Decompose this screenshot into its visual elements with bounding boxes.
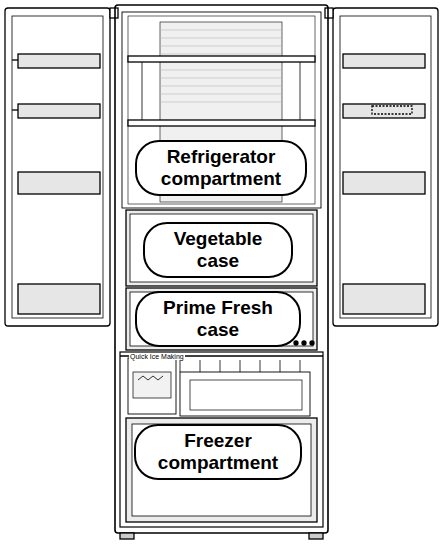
pill-text: Refrigerator compartment <box>147 146 295 190</box>
label-pill: Refrigerator compartment <box>135 140 307 196</box>
right-door <box>333 8 438 326</box>
pill-text: Prime Fresh case <box>147 297 289 341</box>
part-label: Quick Ice Making <box>129 353 185 360</box>
pill-text: Vegetable case <box>155 228 281 272</box>
pill-text: Freezer compartment <box>146 430 290 474</box>
label-pill: Freezer compartment <box>134 424 302 480</box>
left-door <box>5 8 110 326</box>
label-pill: Vegetable case <box>143 222 293 278</box>
label-pill: Prime Fresh case <box>135 291 301 347</box>
cabinet-body <box>115 5 328 539</box>
